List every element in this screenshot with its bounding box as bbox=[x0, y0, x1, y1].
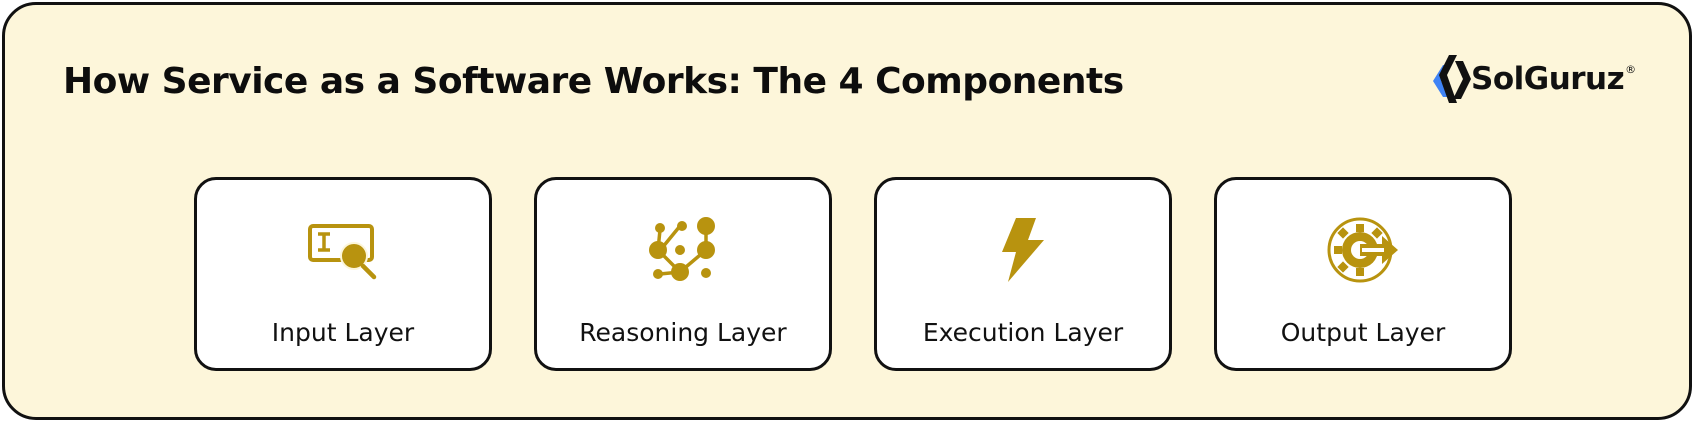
network-nodes-icon bbox=[649, 217, 715, 281]
solguruz-logo: SolGuruz ® bbox=[1431, 51, 1636, 107]
logo-text: SolGuruz bbox=[1471, 61, 1625, 97]
component-label: Output Layer bbox=[1280, 318, 1446, 347]
page-title: How Service as a Software Works: The 4 C… bbox=[63, 61, 1124, 102]
component-card-input-layer: Input Layer bbox=[194, 177, 492, 371]
component-card-output-layer: Output Layer bbox=[1214, 177, 1512, 371]
component-label: Reasoning Layer bbox=[579, 318, 787, 347]
component-card-execution-layer: Execution Layer bbox=[874, 177, 1172, 371]
gear-arrow-icon bbox=[1327, 217, 1398, 283]
component-label: Execution Layer bbox=[922, 318, 1124, 347]
infographic-frame: How Service as a Software Works: The 4 C… bbox=[2, 2, 1692, 420]
lightning-bolt-icon bbox=[1002, 218, 1044, 282]
component-label: Input Layer bbox=[271, 318, 415, 347]
input-search-icon bbox=[308, 224, 377, 280]
component-card-reasoning-layer: Reasoning Layer bbox=[534, 177, 832, 371]
registered-mark: ® bbox=[1625, 63, 1637, 76]
solguruz-logo-mark-icon bbox=[1433, 55, 1471, 103]
